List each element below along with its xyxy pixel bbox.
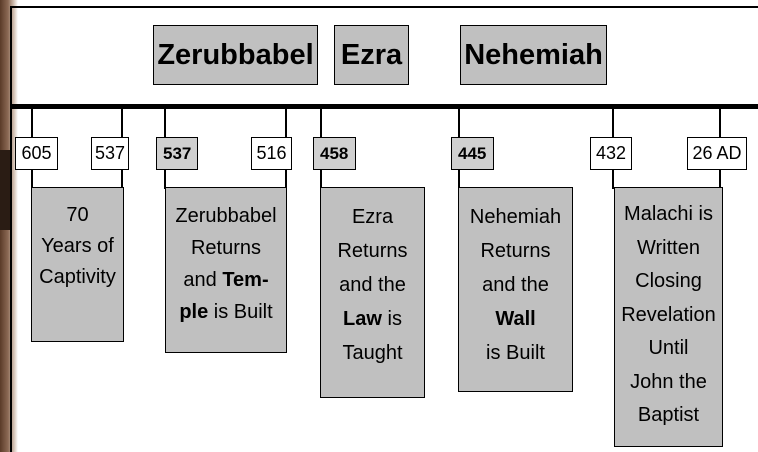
connector-537a xyxy=(121,169,123,189)
event-text-fragment: and xyxy=(183,269,222,291)
leader-box-nehemiah: Nehemiah xyxy=(460,25,607,85)
date-box-432: 432 xyxy=(590,137,632,170)
event-text-line: Returns xyxy=(459,234,572,268)
event-text-line: ple is Built xyxy=(166,296,286,328)
date-box-516: 516 xyxy=(251,137,292,170)
event-text-line: Captivity xyxy=(32,262,123,293)
event-text-emphasis: ple xyxy=(179,301,208,323)
leader-box-ezra: Ezra xyxy=(334,25,409,85)
event-text-line: Written xyxy=(615,232,722,266)
tick-605 xyxy=(31,108,33,138)
date-label: 605 xyxy=(21,143,51,164)
event-text-line: Law is xyxy=(321,302,424,336)
event-text-line: Wall xyxy=(459,302,572,336)
frame-top-border xyxy=(10,6,758,8)
leader-name: Ezra xyxy=(341,39,402,72)
tick-537b xyxy=(164,108,166,138)
event-text-line: Baptist xyxy=(615,399,722,433)
date-box-537: 537 xyxy=(91,137,129,170)
event-text-fragment: is Built xyxy=(208,301,272,323)
date-label: 537 xyxy=(163,144,191,164)
event-text-line: and Tem- xyxy=(166,264,286,296)
date-label: 537 xyxy=(95,143,125,164)
portrait-photo-shadow xyxy=(0,150,10,230)
event-nehemiah-returns: Nehemiah Returns and the Wall is Built xyxy=(458,187,573,392)
tick-516 xyxy=(285,108,287,138)
tick-26ad xyxy=(719,108,721,138)
event-text-line: Closing xyxy=(615,265,722,299)
frame-left-border xyxy=(10,6,12,452)
event-text-line: Returns xyxy=(321,234,424,268)
connector-516 xyxy=(285,169,287,189)
event-text-line: John the xyxy=(615,366,722,400)
date-label: 26 AD xyxy=(692,143,741,164)
date-box-458-ezra: 458 xyxy=(313,137,356,170)
date-box-605: 605 xyxy=(15,137,58,170)
event-text-emphasis: Law xyxy=(343,308,382,330)
tick-537a xyxy=(121,108,123,138)
event-zerubbabel-returns: Zerubbabel Returns and Tem- ple is Built xyxy=(165,187,287,353)
tick-432 xyxy=(612,108,614,138)
date-label: 458 xyxy=(320,144,348,164)
event-text-line: and the xyxy=(459,268,572,302)
event-text-line: and the xyxy=(321,268,424,302)
event-text-line: Zerubbabel xyxy=(166,200,286,232)
event-text-line: Ezra xyxy=(321,200,424,234)
tick-445 xyxy=(458,108,460,138)
event-text-line: Malachi is xyxy=(615,198,722,232)
connector-605 xyxy=(31,169,33,189)
connector-458 xyxy=(320,169,322,189)
tick-458 xyxy=(320,108,322,138)
event-text-line: Returns xyxy=(166,232,286,264)
event-text-emphasis: Wall xyxy=(495,308,535,330)
event-text-line: Nehemiah xyxy=(459,200,572,234)
timeline-axis xyxy=(12,104,758,109)
date-box-537-zerubbabel: 537 xyxy=(156,137,198,170)
connector-445 xyxy=(458,169,460,189)
connector-537b xyxy=(164,169,166,189)
leader-name: Nehemiah xyxy=(464,39,603,72)
connector-26ad xyxy=(719,169,721,189)
event-text-line: is Built xyxy=(459,336,572,370)
date-label: 516 xyxy=(256,143,286,164)
event-text-fragment: is xyxy=(382,308,402,330)
event-text-line: Taught xyxy=(321,336,424,370)
event-ezra-returns: Ezra Returns and the Law is Taught xyxy=(320,187,425,398)
event-text-line: 70 xyxy=(32,200,123,231)
date-box-26ad: 26 AD xyxy=(687,137,747,170)
event-text-line: Revelation xyxy=(615,299,722,333)
date-label: 432 xyxy=(596,143,626,164)
leader-name: Zerubbabel xyxy=(157,39,313,72)
event-malachi-written: Malachi is Written Closing Revelation Un… xyxy=(614,187,723,447)
event-text-line: Until xyxy=(615,332,722,366)
leader-box-zerubbabel: Zerubbabel xyxy=(153,25,318,85)
date-box-445-nehemiah: 445 xyxy=(451,137,494,170)
event-text-line: Years of xyxy=(32,231,123,262)
connector-432 xyxy=(612,169,614,189)
event-text-emphasis: Tem- xyxy=(222,269,268,291)
event-captivity: 70 Years of Captivity xyxy=(31,187,124,342)
date-label: 445 xyxy=(458,144,486,164)
